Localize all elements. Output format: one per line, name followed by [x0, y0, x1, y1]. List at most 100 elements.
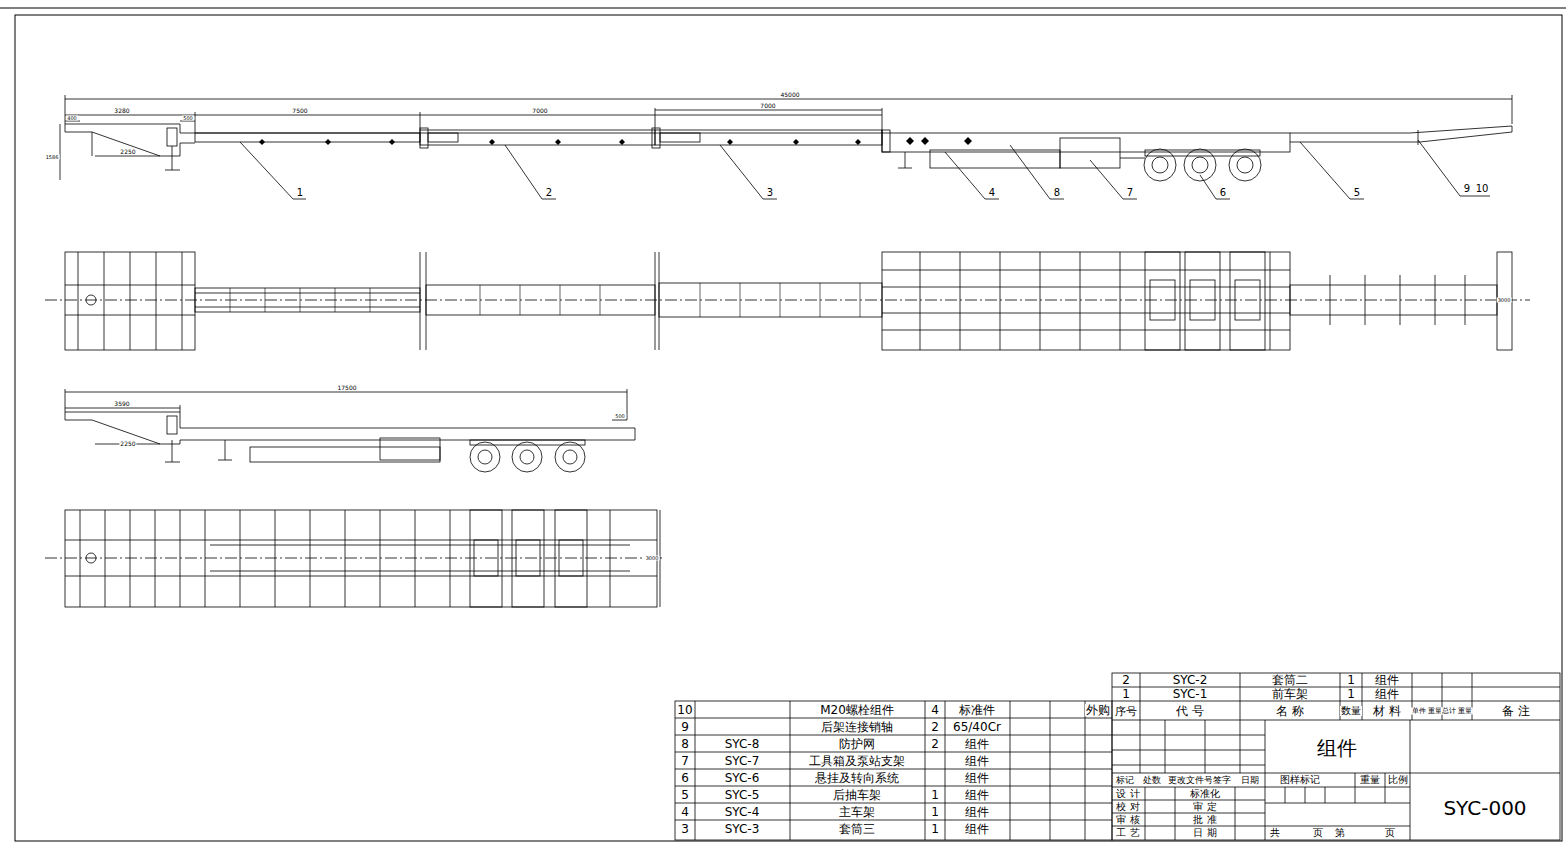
drawing-label: 主车架: [838, 806, 876, 818]
plan-view-extended: [45, 252, 1530, 350]
drawing-label: 45000: [779, 92, 800, 98]
drawing-label: 4: [930, 704, 940, 716]
drawing-label: 2: [1121, 674, 1131, 686]
drawing-label: 处数: [1142, 776, 1162, 785]
drawing-label: 第: [1334, 828, 1346, 838]
drawing-label: 套筒三: [838, 823, 876, 835]
drawing-label: 组件: [964, 806, 990, 818]
drawing-label: 3280: [113, 108, 130, 114]
drawing-label: 日 期: [1192, 828, 1217, 838]
drawing-label: 2250: [119, 441, 136, 447]
drawing-label: 后抽车架: [832, 789, 882, 801]
drawing-label: 1: [1121, 688, 1131, 700]
drawing-label: 组件: [964, 738, 990, 750]
drawing-label: 3: [766, 188, 774, 198]
drawing-label: 3: [680, 823, 690, 835]
drawing-label: 2: [930, 738, 940, 750]
drawing-label: 组件: [1374, 674, 1400, 686]
drawing-label: 工具箱及泵站支架: [808, 755, 906, 767]
drawing-label: 17500: [336, 385, 357, 391]
drawing-label: 重量: [1359, 775, 1381, 785]
drawing-label: 组件: [1374, 688, 1400, 700]
drawing-label: SYC-8: [724, 738, 761, 750]
drawing-label: 组件: [964, 755, 990, 767]
drawing-label: 3590: [113, 401, 130, 407]
drawing-label: 8: [680, 738, 690, 750]
drawing-label: 标准件: [958, 704, 996, 716]
drawing-label: 套筒二: [1271, 674, 1309, 686]
drawing-label: 设 计: [1115, 789, 1140, 799]
drawing-label: 3000: [645, 556, 660, 561]
drawing-label: 材 料: [1372, 705, 1402, 717]
drawing-label: 6: [1219, 188, 1227, 198]
drawing-label: 5: [680, 789, 690, 801]
drawing-label: SYC-4: [724, 806, 761, 818]
drawing-label: 总计 重量: [1441, 707, 1473, 714]
drawing-label: 7: [1126, 188, 1134, 198]
drawing-label: 1: [930, 789, 940, 801]
drawing-label: 500: [182, 116, 194, 121]
sheet-frame: [0, 8, 1566, 841]
drawing-label: 工 艺: [1115, 828, 1140, 838]
drawing-label: 外购: [1085, 704, 1111, 716]
drawing-label: 1: [930, 823, 940, 835]
drawing-label: 标准化: [1189, 789, 1221, 799]
drawing-label: 1: [1346, 688, 1356, 700]
drawing-label: 500: [614, 414, 626, 419]
drawing-label: 页: [1384, 828, 1396, 838]
drawing-label: 日期: [1240, 776, 1260, 785]
drawing-label: 组件: [1316, 738, 1358, 758]
drawing-label: 1: [296, 188, 304, 198]
drawing-label: 1586: [45, 155, 60, 160]
drawing-label: SYC-7: [724, 755, 761, 767]
drawing-label: 数量: [1340, 706, 1362, 716]
drawing-label: 审 核: [1115, 815, 1140, 825]
drawing-label: SYC-6: [724, 772, 761, 784]
drawing-label: 6: [680, 772, 690, 784]
drawing-label: SYC-000: [1442, 798, 1527, 818]
drawing-label: 65/40Cr: [952, 721, 1002, 733]
drawing-label: 4: [988, 188, 996, 198]
drawing-label: SYC-2: [1172, 674, 1209, 686]
drawing-label: 2: [930, 721, 940, 733]
drawing-label: 9: [1463, 184, 1471, 194]
drawing-label: SYC-1: [1172, 688, 1209, 700]
drawing-label: 前车架: [1271, 688, 1309, 700]
drawing-label: 防护网: [838, 738, 876, 750]
drawing-label: 签字: [1212, 776, 1232, 785]
drawing-label: 组件: [964, 772, 990, 784]
drawing-label: SYC-3: [724, 823, 761, 835]
drawing-label: 名 称: [1275, 705, 1305, 717]
drawing-label: 批 准: [1192, 815, 1217, 825]
drawing-label: 备 注: [1501, 705, 1531, 717]
drawing-label: 校 对: [1115, 802, 1140, 812]
drawing-label: 7000: [759, 103, 776, 109]
drawing-label: 10: [676, 704, 693, 716]
drawing-label: 2: [545, 188, 553, 198]
drawing-label: 后架连接销轴: [820, 721, 894, 733]
drawing-label: 5: [1353, 188, 1361, 198]
drawing-label: 组件: [964, 789, 990, 801]
drawing-label: 代 号: [1175, 705, 1205, 717]
drawing-label: 2250: [119, 149, 136, 155]
drawing-label: SYC-5: [724, 789, 761, 801]
drawing-label: 序号: [1114, 705, 1138, 716]
drawing-label: 9: [680, 721, 690, 733]
drawing-label: 比例: [1387, 775, 1409, 785]
drawing-label: 7000: [531, 108, 548, 114]
drawing-label: 400: [66, 116, 78, 121]
drawing-label: M20螺栓组件: [819, 704, 895, 716]
drawing-label: 3000: [1497, 298, 1512, 303]
drawing-label: 标记: [1115, 776, 1135, 785]
drawing-label: 1: [930, 806, 940, 818]
drawing-label: 组件: [964, 823, 990, 835]
plan-view-retracted: [45, 510, 665, 607]
drawing-label: 单件 重量: [1411, 707, 1443, 714]
drawing-label: 页: [1312, 828, 1324, 838]
drawing-label: 悬挂及转向系统: [814, 772, 900, 784]
drawing-label: 审 定: [1192, 802, 1217, 812]
title-block: [675, 673, 1560, 840]
side-view-retracted: [65, 389, 635, 472]
